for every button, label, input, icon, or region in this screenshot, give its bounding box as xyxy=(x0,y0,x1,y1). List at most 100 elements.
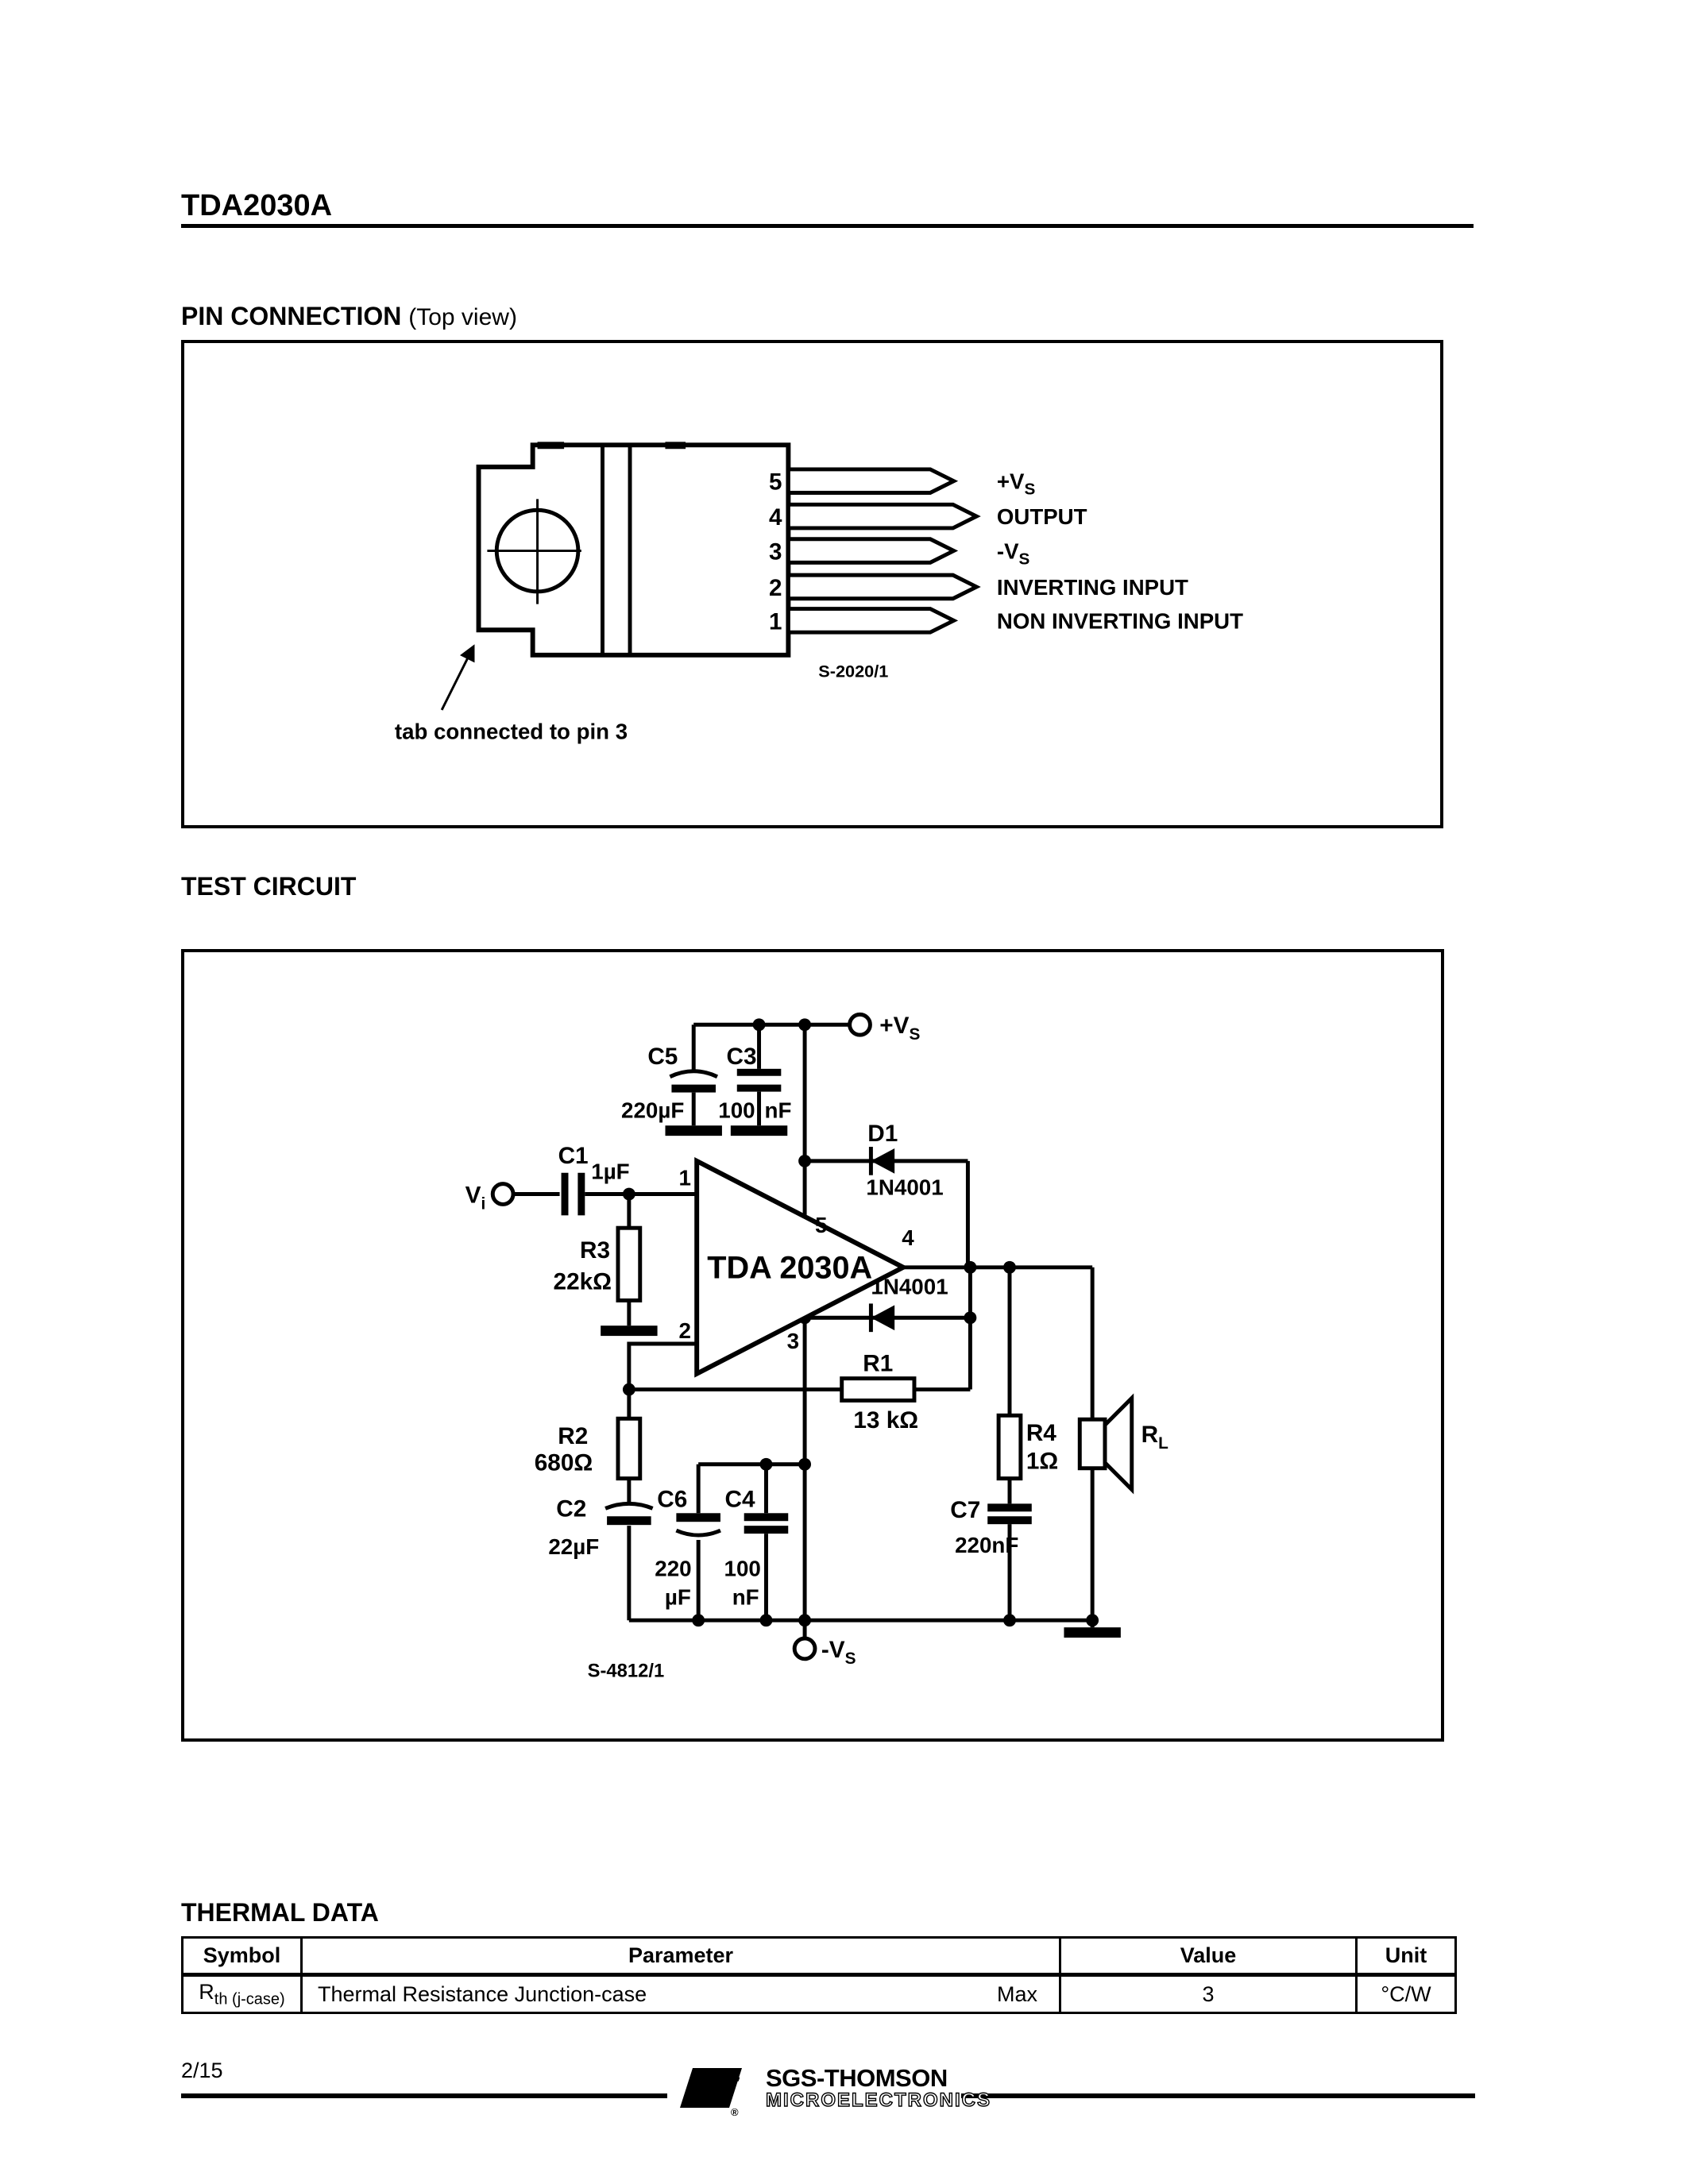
pin-lead-icon xyxy=(786,537,959,565)
ic-pin1: 1 xyxy=(679,1166,691,1190)
component-value: 220µF xyxy=(621,1098,684,1122)
diode-d2: 1N4001 xyxy=(868,1275,948,1333)
manufacturer-logo: ST ® SGS-THOMSON MICROELECTRONICS xyxy=(680,2066,991,2119)
pin-lead-icon xyxy=(786,467,959,495)
cell-unit: °C/W xyxy=(1355,1974,1457,2014)
cell-parameter: Thermal Resistance Junction-case Max xyxy=(300,1974,1061,2014)
tab-note: tab connected to pin 3 xyxy=(395,719,628,743)
pin-connection-title-suffix: (Top view) xyxy=(408,304,517,330)
pin-connection-heading: PIN CONNECTION (Top view) xyxy=(181,302,517,331)
component-value-unit: nF xyxy=(732,1584,759,1609)
pin-connection-diagram: 5 +VS 4 OUTPUT 3 -VS 2 INVERTING INPUT 1 xyxy=(395,442,1243,743)
thermal-data-table: Symbol Parameter Value Unit Rth (j-case)… xyxy=(181,1936,1457,2014)
pin-4: 4 OUTPUT xyxy=(769,502,1087,531)
component-value: 100 xyxy=(724,1557,761,1581)
component-value-unit: µF xyxy=(665,1584,691,1609)
pin-1: 1 NON INVERTING INPUT xyxy=(769,607,1243,635)
component-name: C7 xyxy=(950,1497,980,1523)
ic-pin2: 2 xyxy=(679,1318,691,1343)
positive-supply-terminal: +VS xyxy=(848,1012,921,1044)
thermal-data-heading: THERMAL DATA xyxy=(181,1898,379,1927)
figure-code: S-4812/1 xyxy=(588,1661,665,1682)
parameter-qualifier: Max xyxy=(996,1981,1037,2006)
test-circuit-title: TEST CIRCUIT xyxy=(181,872,357,901)
component-name: R3 xyxy=(580,1237,610,1264)
pin-3: 3 -VS xyxy=(769,537,1030,568)
component-value: 100 xyxy=(718,1098,755,1122)
capacitor-c1: C1 1µF xyxy=(558,1143,630,1216)
junction-dots xyxy=(622,1018,1099,1627)
component-value: 1Ω xyxy=(1026,1449,1058,1475)
resistor-r2: R2 680Ω xyxy=(535,1416,643,1481)
pin-number: 5 xyxy=(769,469,782,496)
resistor-r1: R1 13 kΩ xyxy=(840,1351,918,1433)
test-circuit-heading: TEST CIRCUIT xyxy=(181,872,356,901)
component-name: C6 xyxy=(657,1486,687,1512)
ic-pin3: 3 xyxy=(787,1329,799,1353)
component-name: C3 xyxy=(727,1044,757,1070)
pin-label: -VS xyxy=(997,538,1030,568)
component-value: 1N4001 xyxy=(871,1275,948,1299)
component-name: C2 xyxy=(556,1495,586,1522)
resistor-r4: R4 1Ω xyxy=(996,1413,1058,1481)
pin-5: 5 +VS xyxy=(769,467,1035,498)
page-number: 2/15 xyxy=(181,2059,223,2082)
st-logo-icon: ST ® xyxy=(680,2068,742,2118)
tab-arrow-icon xyxy=(440,644,475,711)
capacitor-c4: C4 100 nF xyxy=(724,1486,789,1609)
ic-pin4: 4 xyxy=(902,1225,914,1250)
component-value: 220nF xyxy=(955,1533,1018,1557)
component-value: 220 xyxy=(655,1557,691,1581)
pin-lead-icon xyxy=(786,502,981,531)
footer-rule-right xyxy=(961,2093,1475,2098)
package-outline-icon xyxy=(476,442,791,658)
page-title: TDA2030A xyxy=(181,189,333,222)
header-value: Value xyxy=(1059,1936,1358,1977)
thermal-data-title: THERMAL DATA xyxy=(181,1898,379,1927)
negative-supply-terminal: -VS xyxy=(792,1636,856,1668)
pin-number: 4 xyxy=(769,504,782,531)
header-parameter: Parameter xyxy=(300,1936,1061,1977)
input-terminal: Vi xyxy=(465,1182,516,1213)
pin-label: OUTPUT xyxy=(997,504,1087,529)
brand-name: SGS-THOMSON xyxy=(766,2064,948,2092)
component-name: C1 xyxy=(558,1143,589,1169)
header-rule xyxy=(181,224,1474,228)
diode-d1: D1 1N4001 xyxy=(866,1121,943,1199)
test-circuit-schematic: TDA 2030A 1 2 5 3 4 Vi +VS -VS xyxy=(465,1012,1169,1682)
figure-code: S-2020/1 xyxy=(818,661,888,681)
cell-value: 3 xyxy=(1059,1974,1358,2014)
header-unit: Unit xyxy=(1355,1936,1457,1977)
brand-subtitle: MICROELECTRONICS xyxy=(765,2089,991,2111)
test-circuit-figure: TDA 2030A 1 2 5 3 4 Vi +VS -VS xyxy=(181,949,1444,1742)
capacitor-c2: C2 22µF xyxy=(548,1495,654,1559)
pin-label: INVERTING INPUT xyxy=(997,575,1188,600)
cell-symbol: Rth (j-case) xyxy=(181,1974,303,2014)
pin-label: NON INVERTING INPUT xyxy=(997,608,1243,633)
component-name: R4 xyxy=(1026,1420,1056,1446)
svg-text:®: ® xyxy=(731,2106,739,2118)
opamp-symbol: TDA 2030A 1 2 5 3 4 xyxy=(679,1156,914,1378)
ic-label: TDA 2030A xyxy=(707,1251,872,1286)
pin-number: 2 xyxy=(769,575,782,601)
component-value: 22µF xyxy=(548,1534,599,1559)
pin-2: 2 INVERTING INPUT xyxy=(769,573,1188,601)
svg-text:ST: ST xyxy=(688,2070,741,2109)
footer-rule-left xyxy=(181,2093,667,2098)
pin-number: 3 xyxy=(769,538,782,565)
negative-supply-label: -VS xyxy=(821,1637,856,1668)
component-name: R1 xyxy=(863,1351,893,1377)
pin-connection-figure: 5 +VS 4 OUTPUT 3 -VS 2 INVERTING INPUT 1 xyxy=(181,340,1443,828)
positive-supply-label: +VS xyxy=(879,1013,920,1044)
ic-pin5: 5 xyxy=(815,1213,827,1237)
capacitor-c3: C3 100 nF xyxy=(718,1044,791,1136)
header-symbol: Symbol xyxy=(181,1936,303,1977)
speaker-icon: RL xyxy=(1064,1393,1169,1638)
load-label: RL xyxy=(1141,1422,1169,1453)
component-value: 680Ω xyxy=(535,1450,593,1476)
capacitor-c5: C5 220µF xyxy=(621,1044,722,1136)
component-value: 22kΩ xyxy=(554,1269,612,1295)
component-value: 1N4001 xyxy=(866,1175,943,1200)
input-label: Vi xyxy=(465,1182,486,1213)
